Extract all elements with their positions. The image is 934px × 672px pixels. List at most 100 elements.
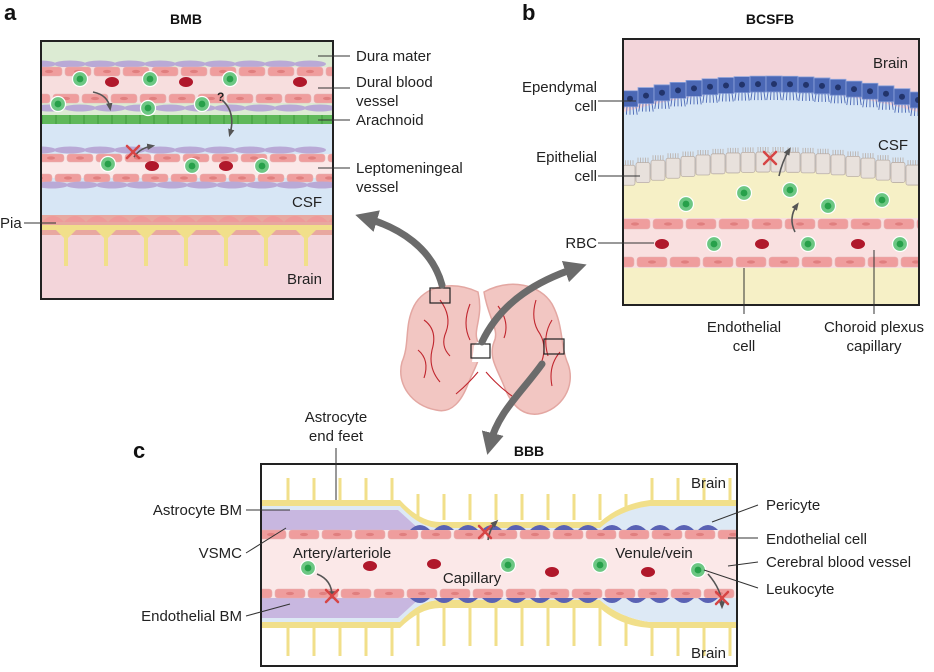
choroid-endothelial-cell-nucleus (615, 260, 623, 263)
pericyte-top (554, 525, 574, 530)
epithelial-cell (905, 164, 918, 186)
dura-cell (114, 60, 146, 68)
brain-blood-vessel (533, 299, 545, 367)
choroid-endothelial-cell-nucleus (829, 222, 837, 226)
astrocyte-foot (96, 230, 116, 266)
dura-cells-top (42, 60, 326, 68)
ependymal-cilium (702, 94, 705, 103)
pia-cells (42, 216, 332, 222)
ependymal-nucleus (851, 86, 857, 93)
leukocyte-nucleus (104, 160, 112, 168)
epithelial-cell (860, 157, 876, 179)
epithelial-cell (875, 159, 891, 181)
pericyte-bottom (650, 598, 670, 603)
dural-endothelial-cell-nucleus (190, 69, 198, 74)
dural-endothelial-cell-nucleus (323, 96, 331, 101)
dural-endothelial-cell (325, 66, 332, 77)
ependymal-cilium (840, 95, 843, 104)
lepto-endothelial-cell-nucleus (238, 176, 246, 180)
choroid-endothelial-cell-nucleus (813, 260, 821, 264)
ependymal-nucleus (739, 81, 745, 88)
pericyte-bottom (434, 598, 454, 603)
ependymal-layer (624, 75, 918, 117)
ependymal-cilium (808, 92, 811, 101)
lepto-pial-cell (42, 181, 68, 189)
dura-cell (54, 60, 86, 68)
epithelial-cell (845, 155, 861, 177)
label-rbc: RBC (565, 235, 597, 252)
choroid-endothelial-cell-nucleus (928, 222, 934, 225)
ependymal-cilium (699, 96, 702, 105)
ependymal-nucleus (675, 87, 681, 94)
ependymal-nucleus (659, 89, 665, 96)
bcsfb-blood-cells (655, 181, 909, 253)
astrocyte-foot (136, 230, 156, 266)
vsmc-layer-bottom (262, 598, 420, 618)
bbb-endothelial-cell-nucleus (682, 591, 690, 596)
ependymal-nucleus (915, 97, 918, 103)
label-astro-feet-2: end feet (309, 428, 364, 445)
ependymal-cilium (814, 93, 817, 102)
ependymal-cilium (712, 94, 715, 103)
ependymal-cilium (849, 97, 852, 106)
bbb-endothelial-cell-nucleus (399, 532, 407, 537)
ependymal-cilium (680, 98, 683, 107)
bbb-rbc (545, 567, 559, 577)
bbb-endothelial-cell-nucleus (484, 591, 492, 596)
ventricle (472, 341, 490, 362)
pia-cell (42, 216, 64, 222)
ependymal-cilium (798, 92, 801, 101)
bbb-endothelial-cell-nucleus (564, 532, 572, 537)
epithelial-cell (680, 156, 696, 177)
epithelial-cell (710, 153, 726, 175)
panel-c-letter: c (133, 438, 145, 463)
leukocyte-nucleus (146, 75, 154, 83)
choroid-endothelial-cell (916, 219, 918, 229)
ependymal-cilium (872, 99, 875, 108)
ependymal-nucleus (707, 83, 713, 90)
dura-cell (64, 104, 96, 112)
bbb-endothelial-cell-nucleus (385, 591, 393, 596)
ependymal-cilium (795, 92, 798, 101)
brain-blood-vessel (455, 371, 479, 395)
right-hemisphere (483, 283, 571, 415)
dural-endothelial-cell-nucleus (207, 96, 215, 101)
choroid-endothelial-cell-nucleus (796, 222, 804, 226)
ependymal-cilium (779, 91, 782, 101)
ependymal-cilium (632, 106, 635, 115)
lepto-pial-cell (186, 181, 218, 189)
bbb-leukocyte-nucleus (304, 564, 312, 572)
pericyte-bottom (410, 598, 430, 603)
ependymal-cilium (648, 103, 651, 112)
pericyte-top (650, 525, 670, 530)
ependymal-cilium (859, 97, 862, 106)
lepto-pial-cell (294, 146, 326, 154)
red-blood-cell (105, 77, 119, 87)
pericyte-top (626, 525, 646, 530)
lepto-endothelial-cell (42, 173, 53, 183)
choroid-endothelial-cell (900, 256, 918, 268)
pericyte-bottom (626, 598, 646, 603)
dura-cell (244, 104, 276, 112)
dura-cell (264, 60, 296, 68)
lepto-endothelial-cell-nucleus (221, 156, 229, 160)
ependymal-cilium (744, 92, 747, 101)
arachnoid-cells (42, 115, 323, 124)
pericyte-bottom (482, 598, 502, 603)
choroid-endothelial-cell-nucleus (730, 222, 738, 226)
panel-c: c BBB (133, 409, 911, 667)
dural-endothelial-cell-nucleus (277, 69, 285, 74)
label-csf-a: CSF (292, 194, 322, 211)
dural-endothelial-cell-nucleus (149, 96, 157, 101)
ependymal-cilium (734, 92, 737, 101)
choroid-endothelial-cell-nucleus (912, 260, 918, 264)
label-pia: Pia (0, 215, 22, 232)
endothelial-row-top (262, 529, 736, 540)
choroid-endothelial-cell-nucleus (780, 260, 788, 264)
label-epithelial-1: Epithelial (536, 149, 597, 166)
lepto-pial-cell (84, 146, 116, 154)
ependymal-cilium (705, 94, 708, 103)
brain-blood-vessel (417, 349, 427, 379)
ependymal-cilium (641, 103, 644, 112)
choroid-endothelial-cell-nucleus (879, 260, 887, 264)
